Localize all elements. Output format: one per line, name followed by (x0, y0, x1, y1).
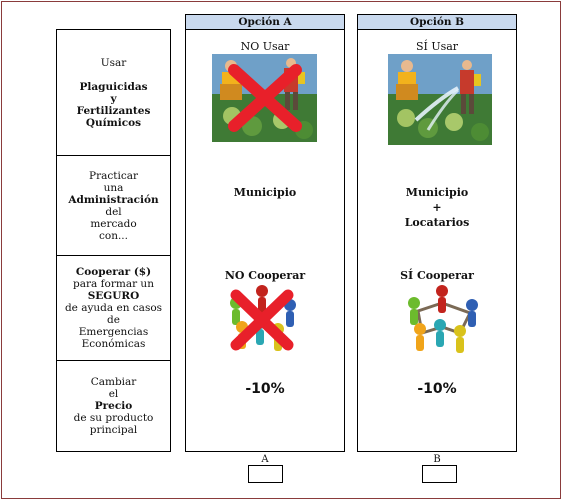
attr-text: Practicar (89, 169, 138, 182)
cross-icon (230, 289, 294, 351)
option-b-market-plus: + (432, 201, 442, 214)
attr-text: una (103, 181, 124, 194)
attribute-price: Cambiar el Precio de su producto princip… (56, 360, 171, 452)
option-a-pesticide-label: NO Usar (240, 40, 290, 53)
farmer-spraying-image (388, 54, 492, 145)
option-a-answer-box[interactable] (248, 465, 283, 483)
option-b-header: Opción B (357, 14, 517, 30)
attr-text: Fertilizantes (76, 104, 151, 117)
attr-text: para formar un (73, 278, 154, 290)
attr-text: con... (99, 229, 128, 242)
attr-text: mercado (90, 217, 137, 230)
attr-text: Económicas (81, 338, 146, 350)
attr-text: Precio (94, 400, 133, 412)
attr-text: Químicos (85, 116, 142, 129)
option-b-market-line1: Municipio (405, 186, 469, 199)
option-a-answer-label: A (261, 454, 269, 465)
option-b-answer-label: B (433, 454, 441, 465)
people-circle-image (400, 283, 484, 357)
option-b-answer-box[interactable] (422, 465, 457, 483)
attr-text: principal (89, 424, 138, 436)
attribute-pesticides: Usar Plaguicidas y Fertilizantes Químico… (56, 29, 171, 156)
farmer-spraying-image-crossed (212, 54, 317, 142)
option-a-column (185, 29, 345, 452)
attribute-market: Practicar una Administración del mercado… (56, 155, 171, 256)
attr-text: Usar (100, 56, 127, 69)
option-a-market: Municipio (233, 186, 297, 199)
attr-text: SEGURO (87, 290, 140, 302)
option-a-cooperate: NO Cooperar (224, 269, 306, 282)
attr-text: y (110, 92, 117, 105)
option-a-header: Opción A (185, 14, 345, 30)
option-b-pesticide-label: SÍ Usar (415, 40, 459, 53)
option-b-market-line2: Locatarios (404, 216, 470, 229)
cross-icon (228, 64, 302, 132)
attr-text: Cooperar ($) (75, 266, 152, 278)
people-circle-image-crossed (222, 283, 302, 355)
option-b-column (357, 29, 517, 452)
attr-text: Cambiar (90, 376, 137, 388)
attr-text: Administración (68, 193, 159, 206)
option-b-price: -10% (417, 381, 457, 397)
option-b-cooperate: SÍ Cooperar (400, 269, 474, 282)
attribute-insurance: Cooperar ($) para formar un SEGURO de ay… (56, 255, 171, 361)
attr-text: Emergencias (78, 326, 149, 338)
attr-text: del (105, 205, 122, 218)
attr-text: Plaguicidas (79, 80, 148, 93)
attr-text: de su producto (73, 412, 154, 424)
attr-text: el (108, 388, 119, 400)
attr-text: de ayuda en casos de (64, 302, 163, 326)
option-a-price: -10% (245, 381, 285, 397)
